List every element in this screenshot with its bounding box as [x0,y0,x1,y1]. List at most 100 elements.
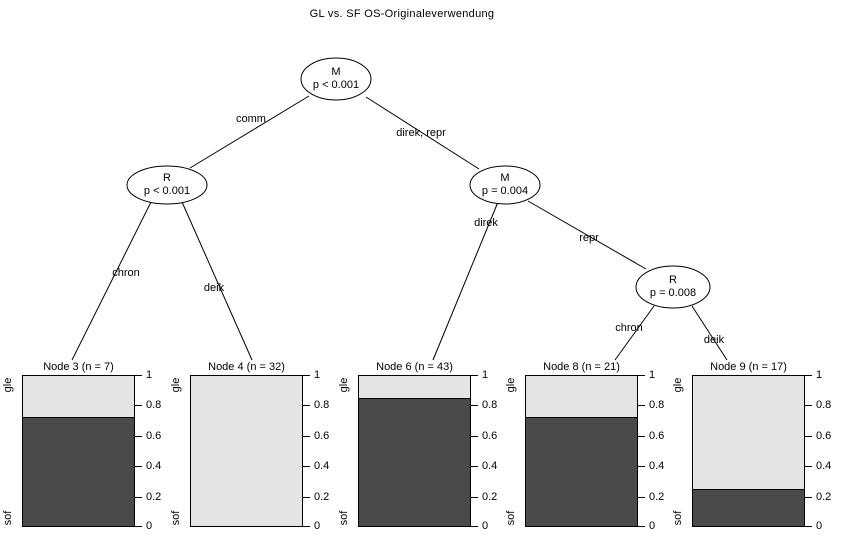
axis-label-sof: sof [338,510,350,526]
terminal-node-title: Node 9 (n = 17) [710,361,787,373]
node-variable: R [163,172,171,184]
axis-tick-label: 0 [816,520,823,532]
terminal-node-title: Node 8 (n = 21) [543,361,620,373]
axis-tick-label: 0.6 [482,430,498,442]
axis-tick-mark [638,436,645,437]
edge-label-deik-right: deik [703,334,725,346]
bar-dark-segment [526,417,637,526]
plot-title: GL vs. SF OS-Originaleverwendung [309,8,495,20]
terminal-node-title: Node 4 (n = 32) [208,361,285,373]
terminal-node-title: Node 3 (n = 7) [43,361,114,373]
tree-edge-mid-node6 [432,201,499,361]
node-pvalue: p = 0.008 [649,287,697,299]
axis-tick-mark [303,436,310,437]
tree-node-ellipse-right [635,265,711,309]
axis-tick-label: 0.4 [649,460,665,472]
edge-label-deik-left: deik [203,282,225,294]
axis-tick-label: 0.4 [314,460,330,472]
axis-tick-label: 0 [482,520,489,532]
axis-tick-mark [303,497,310,498]
tree-node-ellipse-left [126,165,208,205]
tree-edge-left-node4 [181,201,253,361]
axis-tick-label: 0.4 [146,460,162,472]
edge-label-comm: comm [236,113,266,125]
tree-node-root: M p < 0.001 [286,66,386,92]
axis-tick-label: 0.6 [816,430,832,442]
axis-tick-mark [471,436,478,437]
axis-label-sof: sof [672,510,684,526]
axis-label-sof: sof [170,510,182,526]
axis-tick-mark [135,405,142,406]
axis-tick-label: 0.2 [314,491,330,503]
tree-edge-left-node3 [71,201,152,361]
bar-plot-box [692,375,805,527]
axis-label-gle: gle [338,377,350,393]
axis-tick-mark [471,466,478,467]
edge-label-direk: direk [474,217,498,229]
axis-tick-label: 1 [314,369,321,381]
tree-node-ellipse-root [300,57,372,101]
terminal-panel-node6: Node 6 (n = 43) gle sof 1 0.8 0.6 0.4 0.… [336,360,516,544]
tree-node-ellipse-mid [469,165,541,205]
axis-tick-label: 0.8 [482,399,498,411]
axis-tick-label: 0 [146,520,153,532]
axis-tick-mark [135,375,142,376]
axis-tick-mark [805,405,812,406]
axis-label-gle: gle [170,377,182,393]
edge-label-direk-repr: direk, repr [396,127,446,139]
axis-label-gle: gle [672,377,684,393]
axis-tick-label: 0.8 [146,399,162,411]
axis-label-sof: sof [2,510,14,526]
bar-plot-box [358,375,471,527]
tree-edge-right-node9 [691,305,728,361]
node-pvalue: p < 0.001 [312,79,360,91]
axis-tick-mark [805,436,812,437]
axis-tick-mark [805,466,812,467]
axis-tick-label: 1 [482,369,489,381]
axis-tick-mark [471,375,478,376]
axis-tick-mark [638,405,645,406]
tree-node-left: R p < 0.001 [117,172,217,198]
bar-plot-box [22,375,135,527]
axis-tick-mark [471,526,478,527]
axis-tick-mark [805,497,812,498]
axis-tick-label: 0.8 [649,399,665,411]
axis-label-gle: gle [505,377,517,393]
axis-tick-label: 0.4 [816,460,832,472]
axis-tick-label: 0.2 [482,491,498,503]
axis-tick-mark [638,466,645,467]
tree-node-mid: M p = 0.004 [455,172,555,198]
axis-tick-label: 0.2 [649,491,665,503]
axis-label-sof: sof [505,510,517,526]
edge-label-repr: repr [579,232,599,244]
axis-tick-label: 0.6 [314,430,330,442]
axis-tick-mark [303,375,310,376]
axis-tick-label: 0.6 [649,430,665,442]
axis-tick-label: 0.2 [816,491,832,503]
node-pvalue: p < 0.001 [143,185,191,197]
terminal-panel-node4: Node 4 (n = 32) gle sof 1 0.8 0.6 0.4 0.… [168,360,348,544]
node-variable: M [500,172,510,184]
terminal-panel-node3: Node 3 (n = 7) gle sof 1 0.8 0.6 0.4 0.2… [0,360,180,544]
node-variable: R [669,274,677,286]
edge-label-chron-left: chron [112,267,140,279]
axis-tick-label: 1 [816,369,823,381]
axis-tick-label: 0.8 [314,399,330,411]
tree-edge-root-right [365,96,480,170]
axis-tick-mark [638,497,645,498]
axis-tick-mark [805,526,812,527]
tree-edge-right-node8 [614,305,655,361]
axis-tick-label: 0.4 [482,460,498,472]
axis-tick-mark [303,526,310,527]
axis-tick-mark [135,436,142,437]
axis-tick-label: 1 [146,369,153,381]
axis-tick-label: 0 [314,520,321,532]
axis-tick-mark [638,375,645,376]
axis-tick-mark [135,466,142,467]
tree-edge-root-left [189,95,310,169]
terminal-panel-node9: Node 9 (n = 17) gle sof 1 0.8 0.6 0.4 0.… [670,360,842,544]
axis-tick-mark [471,405,478,406]
bar-dark-segment [693,489,804,526]
tree-node-right: R p = 0.008 [623,274,723,300]
axis-tick-mark [805,375,812,376]
